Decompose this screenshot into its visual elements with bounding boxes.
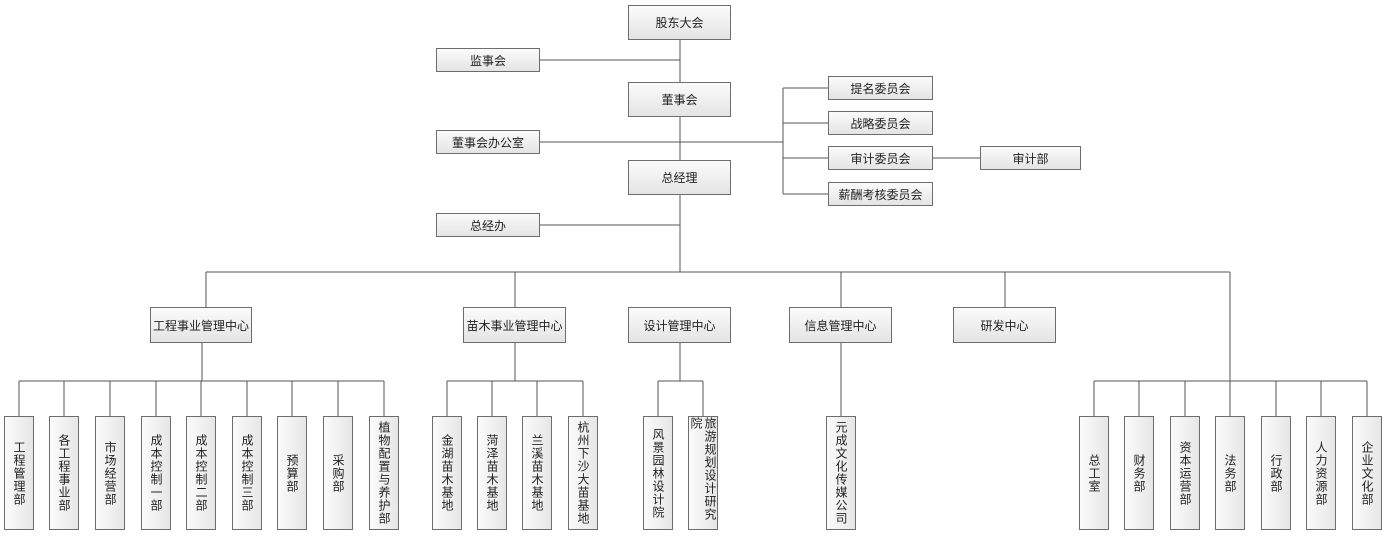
dept-label: 工程管理部 — [12, 440, 26, 506]
shareholders-meeting-box[interactable]: 股东大会 — [628, 5, 731, 40]
dept-box[interactable]: 成本控制三部 — [232, 416, 262, 530]
admin-dept-label: 资本运营部 — [1178, 440, 1192, 506]
rnd-center-box[interactable]: 研发中心 — [953, 307, 1056, 343]
admin-dept-box[interactable]: 法务部 — [1215, 416, 1245, 530]
design-center-box[interactable]: 设计管理中心 — [628, 307, 731, 343]
dept-label: 各工程事业部 — [57, 434, 71, 512]
remuneration-committee-label: 薪酬考核委员会 — [838, 187, 923, 202]
admin-dept-box[interactable]: 总工室 — [1079, 416, 1109, 530]
info-center-label: 信息管理中心 — [804, 318, 877, 333]
strategy-committee-label: 战略委员会 — [850, 116, 911, 131]
admin-dept-label: 企业文化部 — [1360, 440, 1374, 506]
shareholders-meeting-label: 股东大会 — [655, 16, 704, 30]
nomination-committee-label: 提名委员会 — [850, 81, 911, 96]
nursery-center-label: 苗木事业管理中心 — [466, 318, 563, 333]
general-manager-box[interactable]: 总经理 — [628, 160, 731, 195]
admin-dept-label: 财务部 — [1132, 453, 1146, 493]
design-center-label: 设计管理中心 — [643, 318, 716, 333]
dept-label: 植物配置与养护部 — [377, 421, 391, 525]
admin-dept-box[interactable]: 行政部 — [1261, 416, 1291, 530]
engineering-center-label: 工程事业管理中心 — [152, 318, 249, 333]
nursery-base-label: 菏泽苗木基地 — [485, 434, 499, 512]
gm-office-label: 总经办 — [469, 218, 506, 233]
dept-box[interactable]: 各工程事业部 — [49, 416, 79, 530]
board-office-box[interactable]: 董事会办公室 — [436, 130, 540, 154]
nursery-base-label: 金湖苗木基地 — [440, 434, 454, 512]
nursery-base-label: 兰溪苗木基地 — [530, 434, 544, 512]
audit-dept-label: 审计部 — [1012, 151, 1049, 166]
supervisory-board-box[interactable]: 监事会 — [436, 48, 540, 72]
design-institute-label: 旅游规划设计研究院 — [689, 417, 717, 521]
nomination-committee-box[interactable]: 提名委员会 — [828, 76, 933, 100]
supervisory-board-label: 监事会 — [469, 53, 506, 68]
info-center-box[interactable]: 信息管理中心 — [789, 307, 892, 343]
nursery-base-label: 杭州下沙大苗基地 — [576, 421, 590, 525]
design-institute-box[interactable]: 风景园林设计院 — [643, 416, 673, 530]
nursery-base-box[interactable]: 菏泽苗木基地 — [477, 416, 507, 530]
audit-committee-box[interactable]: 审计委员会 — [828, 146, 933, 170]
nursery-center-box[interactable]: 苗木事业管理中心 — [463, 307, 566, 343]
admin-dept-box[interactable]: 财务部 — [1124, 416, 1154, 530]
media-company-label: 元成文化传媒公司 — [834, 421, 848, 525]
nursery-base-box[interactable]: 杭州下沙大苗基地 — [568, 416, 598, 530]
admin-dept-label: 法务部 — [1223, 453, 1237, 493]
design-institute-label: 风景园林设计院 — [651, 427, 665, 519]
strategy-committee-box[interactable]: 战略委员会 — [828, 111, 933, 135]
dept-box[interactable]: 成本控制一部 — [141, 416, 171, 530]
rnd-center-label: 研发中心 — [980, 318, 1029, 333]
admin-dept-box[interactable]: 资本运营部 — [1170, 416, 1200, 530]
dept-box[interactable]: 成本控制二部 — [186, 416, 216, 530]
media-company-box[interactable]: 元成文化传媒公司 — [826, 416, 856, 530]
admin-dept-box[interactable]: 企业文化部 — [1352, 416, 1382, 530]
engineering-center-box[interactable]: 工程事业管理中心 — [150, 307, 252, 343]
dept-box[interactable]: 植物配置与养护部 — [369, 416, 399, 530]
admin-dept-label: 总工室 — [1087, 453, 1101, 493]
admin-dept-label: 人力资源部 — [1314, 440, 1328, 506]
general-manager-label: 总经理 — [661, 171, 698, 185]
dept-box[interactable]: 市场经营部 — [95, 416, 125, 530]
dept-box[interactable]: 采购部 — [323, 416, 353, 530]
dept-label: 采购部 — [331, 453, 345, 493]
dept-label: 成本控制三部 — [240, 434, 254, 512]
dept-label: 市场经营部 — [103, 440, 117, 506]
board-of-directors-box[interactable]: 董事会 — [628, 82, 731, 117]
dept-label: 成本控制一部 — [149, 434, 163, 512]
audit-committee-label: 审计委员会 — [850, 151, 911, 166]
board-of-directors-label: 董事会 — [661, 93, 698, 107]
nursery-base-box[interactable]: 金湖苗木基地 — [432, 416, 462, 530]
dept-box[interactable]: 工程管理部 — [4, 416, 34, 530]
audit-dept-box[interactable]: 审计部 — [980, 146, 1081, 170]
dept-box[interactable]: 预算部 — [277, 416, 307, 530]
board-office-label: 董事会办公室 — [451, 135, 524, 150]
dept-label: 成本控制二部 — [194, 434, 208, 512]
admin-dept-label: 行政部 — [1269, 453, 1283, 493]
dept-label: 预算部 — [285, 453, 299, 493]
gm-office-box[interactable]: 总经办 — [436, 213, 540, 237]
nursery-base-box[interactable]: 兰溪苗木基地 — [522, 416, 552, 530]
design-institute-box[interactable]: 旅游规划设计研究院 — [688, 416, 718, 530]
admin-dept-box[interactable]: 人力资源部 — [1306, 416, 1336, 530]
remuneration-committee-box[interactable]: 薪酬考核委员会 — [828, 182, 933, 206]
